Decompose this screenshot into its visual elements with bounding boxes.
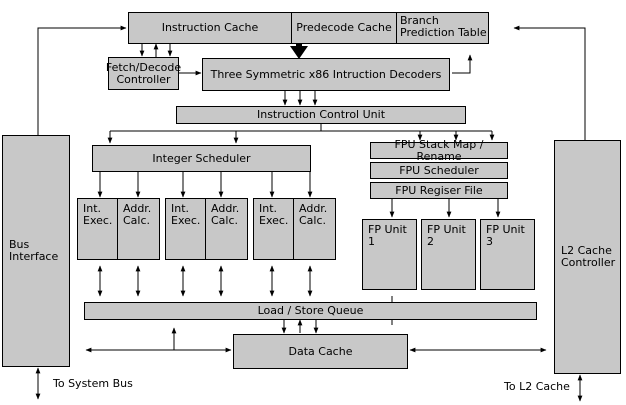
fp-unit-2: FP Unit 2 [421, 219, 476, 290]
fpu-stack-map-rename: FPU Stack Map / Rename [370, 138, 508, 162]
to-system-bus-label: To System Bus [53, 377, 133, 390]
int-exec-3: Int. Exec. [253, 198, 294, 260]
fpu-register-file: FPU Regiser File [370, 182, 508, 199]
branch-prediction-table: Branch Prediction Table [396, 12, 489, 44]
int-exec-2: Int. Exec. [165, 198, 206, 260]
bus-interface: Bus Interface [2, 135, 70, 367]
data-cache: Data Cache [233, 334, 408, 369]
x86-decoders: Three Symmetric x86 Intruction Decoders [202, 58, 450, 91]
instruction-cache: Instruction Cache [128, 12, 292, 44]
addr-calc-3: Addr. Calc. [293, 198, 336, 260]
integer-scheduler: Integer Scheduler [92, 145, 311, 172]
int-exec-1: Int. Exec. [77, 198, 118, 260]
fetch-decode-controller: Fetch/Decode Controller [106, 57, 181, 90]
addr-calc-1: Addr. Calc. [117, 198, 160, 260]
load-store-queue: Load / Store Queue [84, 302, 537, 320]
l2-cache-controller: L2 Cache Controller [554, 140, 621, 374]
addr-calc-2: Addr. Calc. [205, 198, 248, 260]
predecode-cache: Predecode Cache [291, 12, 397, 44]
predecode-arrow [290, 43, 308, 59]
fpu-scheduler: FPU Scheduler [370, 162, 508, 179]
to-l2-cache-label: To L2 Cache [504, 380, 570, 393]
instruction-control-unit: Instruction Control Unit [176, 106, 466, 124]
fp-unit-3: FP Unit 3 [480, 219, 535, 290]
fp-unit-1: FP Unit 1 [362, 219, 417, 290]
